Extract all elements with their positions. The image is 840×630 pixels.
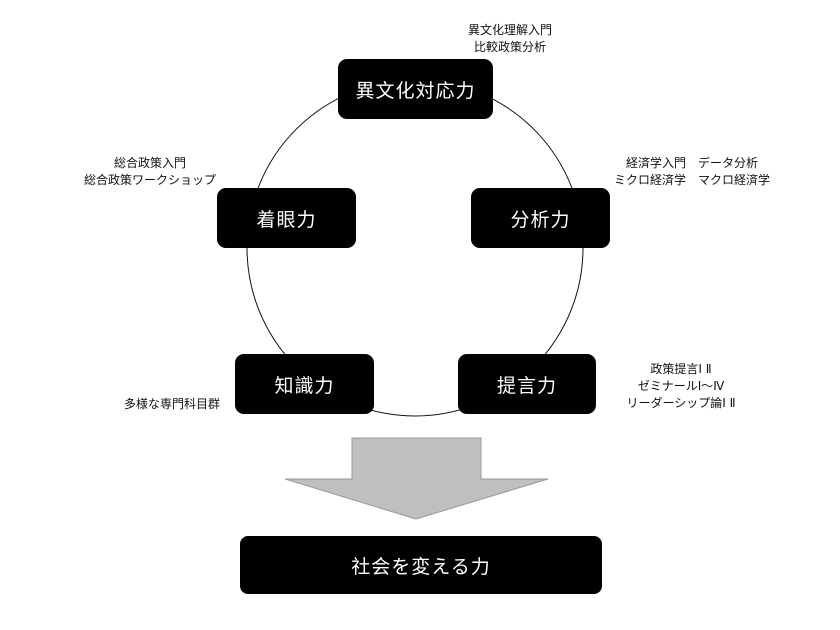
course-item: 経済学入門 データ分析 [625,156,758,170]
node-chakugan-label: 着眼力 [256,208,317,231]
node-chakuganryoku: 着眼力 [217,188,356,248]
course-item: ミクロ経済学 マクロ経済学 [613,173,770,187]
course-item: 比較政策分析 [473,40,546,54]
note-bunseki-courses: 経済学入門 データ分析 ミクロ経済学 マクロ経済学 [592,155,792,189]
node-chishikiryoku: 知識力 [235,354,374,414]
note-chakugan-courses: 総合政策入門 総合政策ワークショップ [60,155,240,189]
node-chishiki-label: 知識力 [274,374,335,397]
result-box: 社会を変える力 [240,536,602,594]
node-bunseki-label: 分析力 [510,208,571,231]
down-arrow-icon [284,437,549,520]
node-teigen-label: 提言力 [496,374,557,397]
note-teigen-courses: 政策提言Ⅰ Ⅱ ゼミナールⅠ～Ⅳ リーダーシップ論Ⅰ Ⅱ [606,361,756,412]
note-chishiki-courses: 多様な専門科目群 [70,396,220,413]
node-bunsekiryoku: 分析力 [471,188,610,248]
node-ibunka-taiouryoku: 異文化対応力 [338,59,493,119]
node-teigenryoku: 提言力 [458,354,596,414]
result-label: 社会を変える力 [351,555,491,578]
course-item: 政策提言Ⅰ Ⅱ [650,362,712,376]
course-item: リーダーシップ論Ⅰ Ⅱ [626,396,736,410]
course-item: 異文化理解入門 [467,23,552,37]
course-item: 総合政策ワークショップ [83,173,216,187]
course-item: 多様な専門科目群 [123,397,220,411]
course-item: ゼミナールⅠ～Ⅳ [637,379,725,393]
course-item: 総合政策入門 [113,156,186,170]
node-ibunka-label: 異文化対応力 [355,79,476,102]
note-ibunka-courses: 異文化理解入門 比較政策分析 [450,22,570,56]
